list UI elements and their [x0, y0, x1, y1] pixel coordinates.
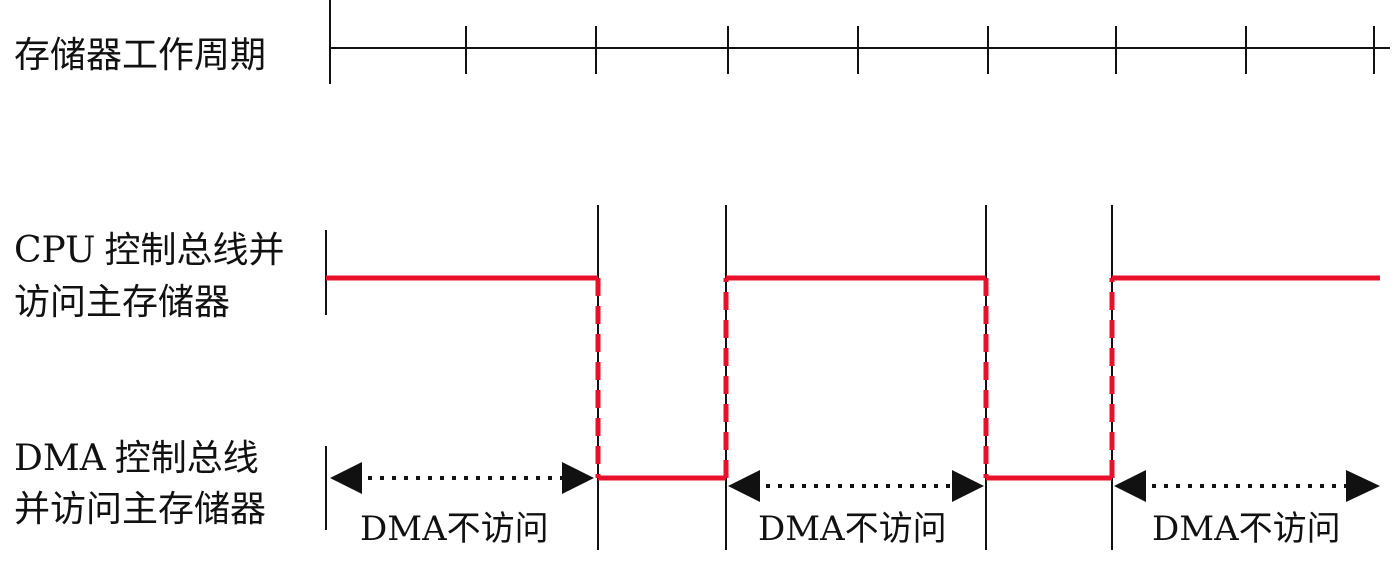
cpu-label-cjk: 控制总线并	[104, 230, 285, 271]
right-arrowhead	[1346, 470, 1380, 502]
dma-no-access-intervals	[330, 462, 1380, 502]
memory-cycle-axis	[329, 0, 1390, 84]
phase-boundaries	[325, 205, 1113, 550]
dma-no-access-label: DMA不访问	[1152, 509, 1341, 549]
left-arrowhead	[728, 470, 760, 502]
cpu-access-label-line1: CPU 控制总线并	[14, 232, 285, 269]
right-arrowhead	[952, 470, 984, 502]
dma-no-access-label: DMA不访问	[360, 509, 549, 549]
left-arrowhead	[1114, 470, 1146, 502]
dma-label-cjk: 控制总线	[114, 438, 259, 479]
cpu-label-latin: CPU	[14, 230, 96, 271]
dma-access-label-line1: DMA 控制总线	[14, 440, 259, 477]
dma-access-label-line2: 并访问主存储器	[14, 489, 267, 530]
left-arrowhead	[330, 462, 362, 494]
bus-control-signal	[326, 275, 1380, 481]
dma-label-latin: DMA	[14, 438, 106, 479]
right-arrowhead	[562, 462, 594, 494]
cpu-access-label-line2: 访问主存储器	[14, 282, 231, 323]
dma-no-access-label: DMA不访问	[758, 509, 947, 549]
memory-cycle-label: 存储器工作周期	[14, 35, 267, 76]
no-access-labels: DMA不访问 DMA不访问 DMA不访问	[360, 509, 1341, 549]
